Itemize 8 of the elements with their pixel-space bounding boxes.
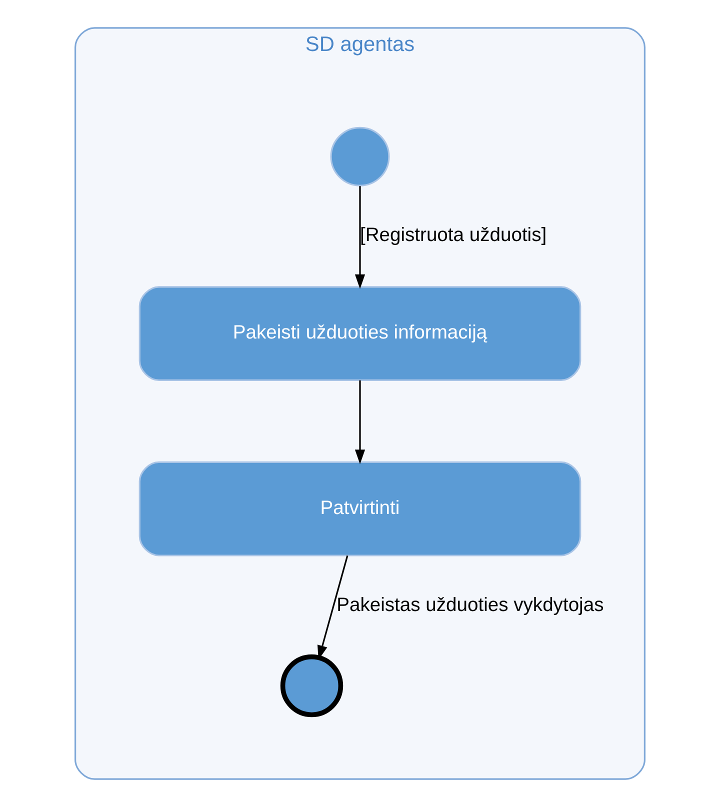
node-circle — [330, 126, 390, 186]
arrow — [354, 186, 366, 289]
node-box: Patvirtinti — [138, 461, 582, 556]
node-circle — [280, 654, 344, 718]
edge-label: Pakeistas užduoties vykdytojas — [336, 595, 604, 616]
edge-label: [Registruota užduotis] — [360, 225, 547, 246]
arrow — [354, 380, 366, 464]
node-box: Pakeisti užduoties informaciją — [138, 286, 582, 381]
